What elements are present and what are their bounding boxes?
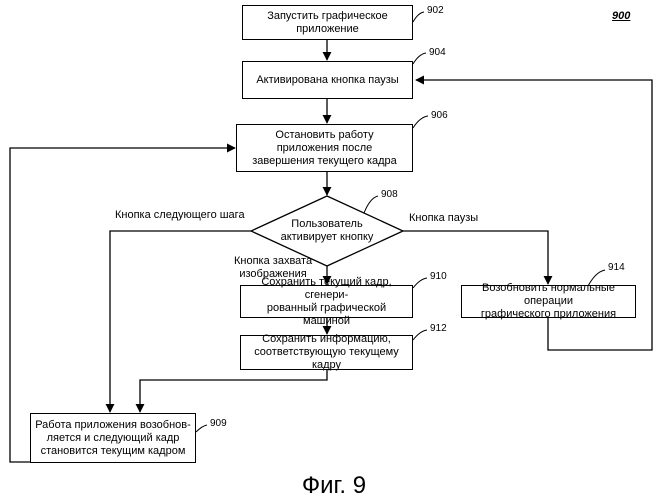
step-906-box: Остановить работу приложения после завер… <box>236 124 413 172</box>
leader-902 <box>413 12 424 22</box>
leader-908 <box>364 196 378 213</box>
step-914-text: Возобновить нормальные операции графичес… <box>465 282 632 321</box>
step-902-text: Запустить графическое приложение <box>267 10 388 36</box>
leader-909 <box>196 425 207 432</box>
ref-909: 909 <box>210 418 227 429</box>
step-909-text: Работа приложения возобнов- ляется и сле… <box>35 419 191 458</box>
step-910-text: Сохранить текущий кадр, сгенери- рованны… <box>244 276 409 328</box>
ref-914: 914 <box>608 262 625 273</box>
ref-906: 906 <box>431 110 448 121</box>
step-912-text: Сохранить информацию, соответствующую те… <box>244 333 409 372</box>
branch-label-pause: Кнопка паузы <box>409 212 478 225</box>
step-910-box: Сохранить текущий кадр, сгенери- рованны… <box>240 285 413 318</box>
leader-904 <box>413 53 426 64</box>
step-909-box: Работа приложения возобнов- ляется и сле… <box>30 413 196 463</box>
branch-label-next-step: Кнопка следующего шага <box>115 209 245 222</box>
leader-912 <box>413 330 427 340</box>
step-912-box: Сохранить информацию, соответствующую те… <box>240 335 413 370</box>
ref-902: 902 <box>427 5 444 16</box>
figure-caption: Фиг. 9 <box>0 472 668 500</box>
leader-906 <box>413 116 428 128</box>
step-906-text: Остановить работу приложения после завер… <box>252 129 397 168</box>
step-902-box: Запустить графическое приложение <box>242 5 413 40</box>
arrow-912-to-909 <box>140 370 327 412</box>
step-914-box: Возобновить нормальные операции графичес… <box>461 285 636 318</box>
arrow-908-to-914 <box>403 231 548 284</box>
ref-910: 910 <box>430 271 447 282</box>
ref-904: 904 <box>429 47 446 58</box>
ref-908: 908 <box>381 189 398 200</box>
leader-910 <box>413 278 427 288</box>
step-904-text: Активирована кнопка паузы <box>256 74 398 87</box>
arrow-908-to-909 <box>110 231 251 412</box>
ref-912: 912 <box>430 323 447 334</box>
decision-908-text: Пользователь активирует кнопку <box>261 218 393 244</box>
step-904-box: Активирована кнопка паузы <box>242 61 413 99</box>
diagram-number: 900 <box>612 10 630 22</box>
